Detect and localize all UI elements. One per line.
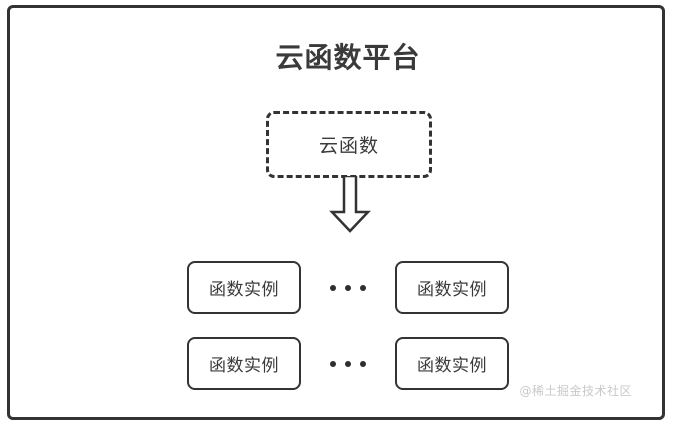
watermark: @稀土掘金技术社区	[519, 384, 632, 398]
function-instance-label: 函数实例	[417, 356, 487, 376]
ellipsis-dot	[345, 284, 351, 291]
function-instance-box: 函数实例	[187, 337, 301, 390]
ellipsis-dot	[345, 360, 351, 367]
down-arrow-icon	[322, 174, 378, 234]
function-instance-label: 函数实例	[209, 280, 279, 300]
cloud-function-label: 云函数	[318, 135, 379, 157]
ellipsis-dot	[360, 284, 366, 291]
function-instance-label: 函数实例	[417, 280, 487, 300]
function-instance-row-1: 函数实例 函数实例	[10, 261, 676, 314]
ellipsis-separator	[301, 261, 395, 314]
function-instance-box: 函数实例	[187, 261, 301, 314]
ellipsis-separator	[301, 337, 395, 390]
page-title: 云函数平台	[275, 41, 421, 74]
ellipsis-dot	[330, 284, 336, 291]
cloud-function-platform-frame: 云函数平台 云函数 函数实例 函数实例 函数实例	[7, 5, 665, 420]
function-instance-box: 函数实例	[395, 337, 509, 390]
ellipsis-dot	[330, 360, 336, 367]
function-instance-label: 函数实例	[209, 356, 279, 376]
ellipsis-dot	[360, 360, 366, 367]
cloud-function-node: 云函数	[266, 111, 432, 178]
function-instance-row-2: 函数实例 函数实例	[10, 337, 676, 390]
function-instance-box: 函数实例	[395, 261, 509, 314]
